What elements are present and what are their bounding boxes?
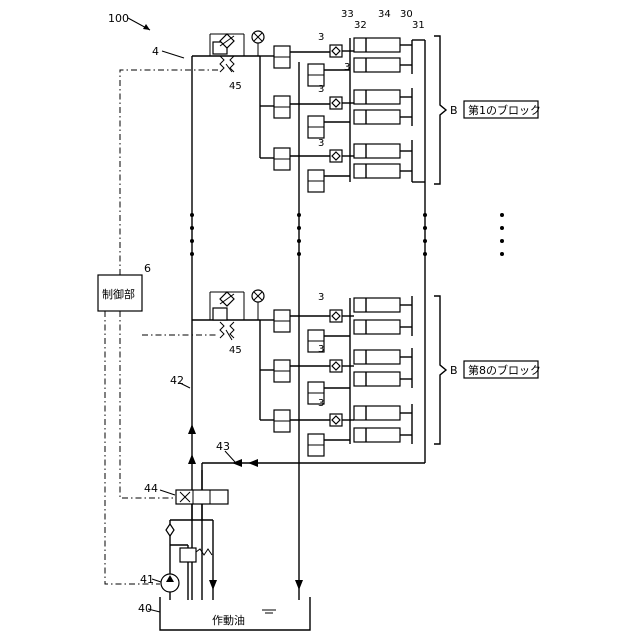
label-ref-32: 32 xyxy=(354,20,367,31)
lower-block xyxy=(260,296,412,456)
label-switch-valve: 44 xyxy=(144,482,158,495)
flow-arrows xyxy=(188,424,303,590)
relief-valve-bottom xyxy=(210,290,264,338)
label-unit-5: 3 xyxy=(318,292,324,303)
relief-valve-top xyxy=(210,31,264,72)
label-tank-content: 作動油 xyxy=(212,613,245,627)
controller-box xyxy=(98,70,218,584)
label-drain-line: 43 xyxy=(216,440,230,453)
label-return-line: 42 xyxy=(170,374,184,387)
label-controller-ref: 6 xyxy=(144,262,151,275)
label-unit-2: 3 xyxy=(344,62,350,73)
label-controller: 制御部 xyxy=(102,287,135,301)
pump-41 xyxy=(161,520,212,600)
label-ref-30: 30 xyxy=(400,9,413,20)
label-tank: 40 xyxy=(138,602,152,615)
label-relief-top: 45 xyxy=(229,81,242,92)
label-block-letter-top: B xyxy=(450,104,458,117)
label-block-first: 第1のブロック xyxy=(468,103,541,117)
label-unit-1: 3 xyxy=(318,32,324,43)
upper-block xyxy=(260,38,425,192)
label-unit-6: 3 xyxy=(318,344,324,355)
label-system: 100 xyxy=(108,12,129,25)
label-block-letter-bottom: B xyxy=(450,364,458,377)
block-brackets xyxy=(434,36,538,444)
label-unit-4: 3 xyxy=(318,138,324,149)
label-unit-7: 3 xyxy=(318,398,324,409)
label-ref-33: 33 xyxy=(341,9,354,20)
label-block-eighth: 第8のブロック xyxy=(468,363,541,377)
label-ref-31: 31 xyxy=(412,20,425,31)
continuation-dots xyxy=(190,213,504,256)
label-relief-bottom: 45 xyxy=(229,345,242,356)
label-unit-3: 3 xyxy=(318,84,324,95)
label-pump: 41 xyxy=(140,573,154,586)
label-ref-34: 34 xyxy=(378,9,391,20)
label-main-line: 4 xyxy=(152,45,159,58)
